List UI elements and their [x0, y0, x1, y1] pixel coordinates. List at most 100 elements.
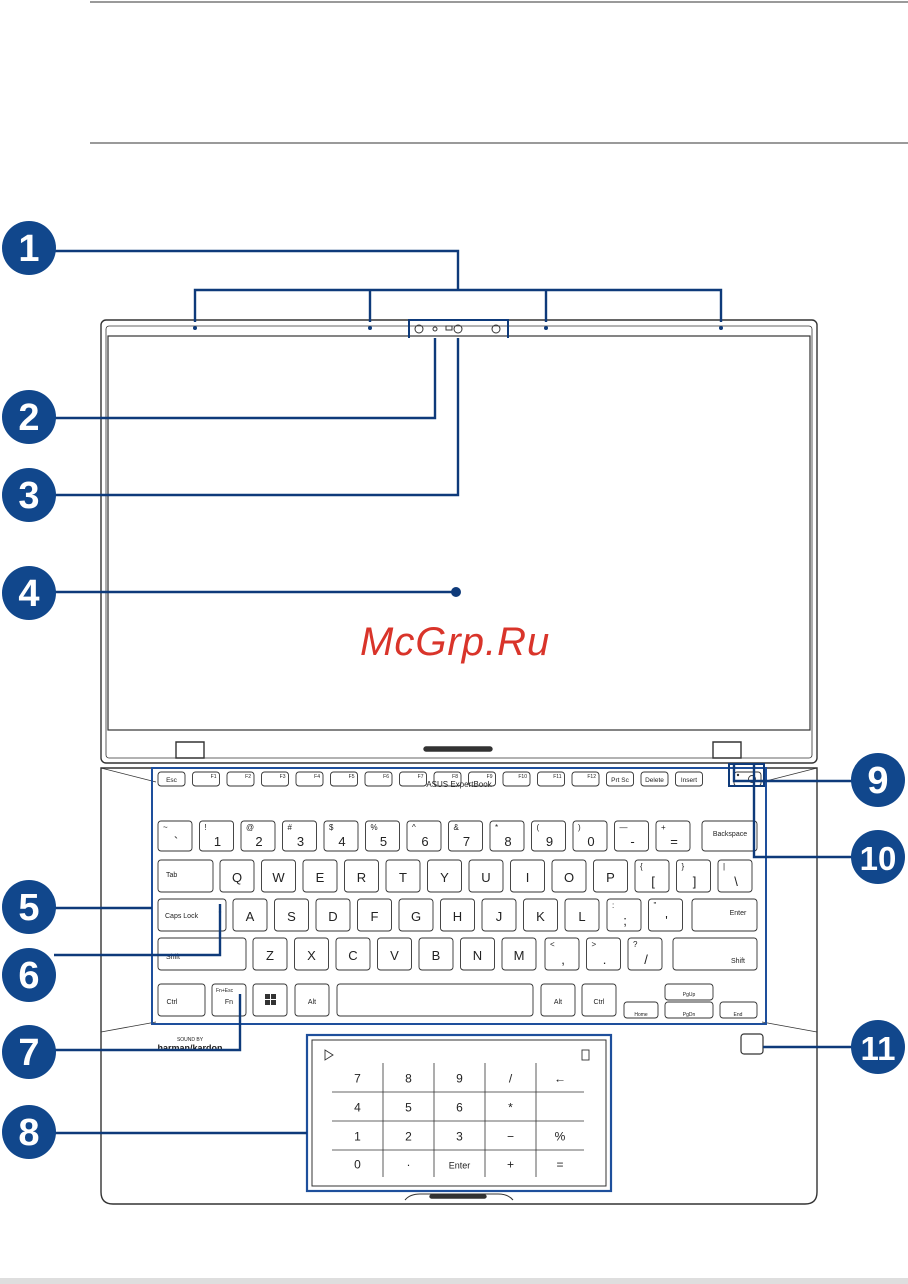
callout-8-badge	[2, 1105, 56, 1159]
key-label: F9	[487, 774, 493, 780]
key-letter	[510, 859, 545, 893]
numpad-key: +	[507, 1158, 514, 1172]
key-main-label: 6	[421, 834, 428, 849]
key-top-label: |	[723, 862, 725, 871]
key-main-label: S	[287, 909, 296, 924]
power-led-icon	[736, 773, 740, 777]
key-backspace	[701, 820, 758, 852]
key-num	[406, 820, 442, 852]
key-label: PgUp	[683, 992, 696, 998]
key-main-label: -	[630, 834, 634, 849]
key-ctrl-right	[581, 983, 617, 1017]
audio-logo-bottom: harman/kardon	[157, 1043, 222, 1053]
right-hinge	[712, 741, 742, 759]
key-main-label: \	[734, 874, 738, 889]
key-num	[655, 820, 691, 852]
watermark: McGrp.Ru	[360, 620, 551, 664]
key-main-label: P	[606, 870, 615, 885]
callout-6-number: 6	[18, 955, 39, 997]
key-main-label: A	[246, 909, 255, 924]
camera-module	[414, 324, 501, 334]
key-letter	[302, 859, 338, 893]
key-main-label: .	[603, 952, 607, 967]
key-num	[489, 820, 525, 852]
callout-4-badge	[2, 566, 56, 620]
key-f7	[399, 771, 427, 787]
key-label: F6	[383, 774, 389, 780]
key-enter	[691, 898, 758, 932]
lid-bottom-slot	[423, 746, 493, 752]
key-label: Esc	[166, 777, 178, 784]
callout-5-number: 5	[18, 887, 39, 929]
key-label: F7	[418, 774, 424, 780]
key-pgdn	[664, 1001, 714, 1019]
key-main-label: X	[307, 948, 316, 963]
key-label: F12	[587, 774, 596, 780]
key-f5	[330, 771, 358, 787]
key-letter	[564, 898, 600, 932]
key-f8	[433, 771, 462, 787]
key-label: F1	[211, 774, 217, 780]
callout-7-number: 7	[18, 1032, 39, 1074]
numpad-key: %	[555, 1130, 566, 1144]
key-top-label: {	[640, 862, 643, 871]
key-main-label: ]	[693, 874, 697, 889]
key-main-label: Y	[440, 870, 449, 885]
key-main-label: '	[665, 913, 667, 928]
key-main-label: 1	[214, 834, 221, 849]
callout-4-number: 4	[18, 573, 39, 615]
key-top-label: >	[592, 940, 597, 949]
key-num	[572, 820, 608, 852]
key-letter	[551, 859, 587, 893]
key-symbol	[586, 937, 621, 971]
mic-dots	[193, 326, 723, 330]
key-main-label: O	[564, 870, 574, 885]
key-num	[365, 820, 400, 852]
key-label: F2	[245, 774, 251, 780]
key-f2	[226, 771, 255, 787]
key-main-label: 7	[463, 834, 470, 849]
key-delete	[640, 771, 669, 787]
key-label: Tab	[166, 872, 177, 879]
key-top-label: —	[620, 823, 628, 832]
key-main-label: M	[514, 948, 525, 963]
key-main-label: 3	[297, 834, 304, 849]
key-letter	[418, 937, 454, 971]
key-letter	[357, 898, 392, 932]
key-main-label: 5	[380, 834, 387, 849]
key-main-label: [	[651, 874, 655, 889]
numpad-key: ·	[407, 1158, 411, 1172]
key-label: F10	[518, 774, 527, 780]
callout-2-badge	[2, 390, 56, 444]
audio-logo-top: SOUND BY	[177, 1037, 204, 1043]
key-pgup	[664, 983, 714, 1001]
key-letter	[219, 859, 255, 893]
key-letter	[481, 898, 517, 932]
key-letter	[468, 859, 504, 893]
key-letter	[261, 859, 296, 893]
key-f11	[537, 771, 565, 787]
key-symbol	[717, 859, 753, 893]
key-windows	[252, 983, 288, 1017]
key-top-label: "	[654, 901, 657, 910]
numpad-key: −	[507, 1130, 514, 1144]
fingerprint-sensor	[740, 1033, 764, 1055]
key-top-label: <	[550, 940, 555, 949]
key-top-label: )	[578, 823, 581, 832]
key-label: F8	[452, 774, 458, 780]
key-letter	[315, 898, 351, 932]
keyboard-outline	[151, 767, 767, 1025]
key-letter	[398, 898, 434, 932]
callout-10-badge	[851, 830, 905, 884]
power-symbol-icon	[748, 775, 756, 783]
key-label: Fn	[225, 999, 233, 1006]
key-main-label: H	[453, 909, 462, 924]
key-main-label: T	[399, 870, 407, 885]
key-label: F5	[349, 774, 355, 780]
callout-11-badge	[851, 1020, 905, 1074]
key-esc	[157, 771, 186, 787]
callout-10-number: 10	[860, 840, 897, 877]
bottom-rule	[0, 1278, 908, 1284]
